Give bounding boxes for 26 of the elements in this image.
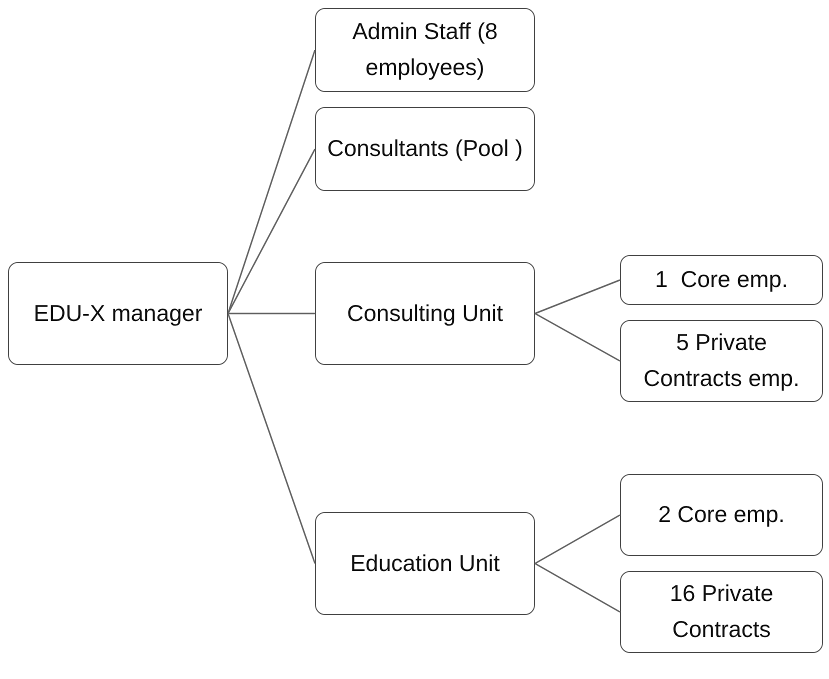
org-box xyxy=(315,8,535,92)
box-label: 1 Core emp. xyxy=(655,265,788,294)
org-box xyxy=(315,107,535,191)
org-box xyxy=(620,571,823,653)
box-label: Admin Staff (8 employees) xyxy=(351,17,499,82)
connector-line xyxy=(534,562,620,613)
org-box xyxy=(315,512,535,615)
connector-line xyxy=(534,312,620,362)
connector-line xyxy=(534,514,620,564)
org-box xyxy=(620,320,823,402)
box-label: 2 Core emp. xyxy=(658,500,785,530)
box-label: Education Unit xyxy=(350,548,500,578)
org-box xyxy=(8,262,228,365)
connector-line xyxy=(534,279,620,314)
org-box xyxy=(620,474,823,556)
org-box xyxy=(620,255,823,305)
box-label: Consulting Unit xyxy=(347,298,503,328)
connector-line xyxy=(228,312,315,314)
connector-line xyxy=(227,313,316,564)
box-label: 16 Private Contracts xyxy=(668,579,774,644)
box-label: 5 Private Contracts emp. xyxy=(642,328,800,393)
box-label: EDU-X manager xyxy=(34,299,202,328)
connector-line xyxy=(227,148,316,314)
org-box xyxy=(315,262,535,365)
connector-line xyxy=(227,50,316,314)
box-label: Consultants (Pool ) xyxy=(327,134,523,164)
